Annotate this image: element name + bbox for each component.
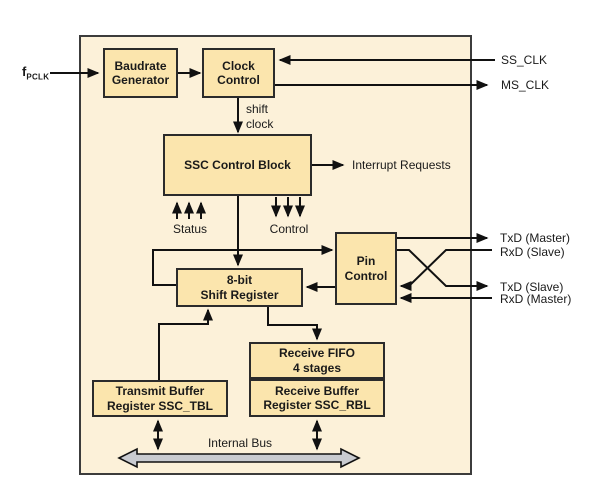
block-clock-control: Clock Control [202, 48, 275, 98]
signal-fpclk-label: fPCLK [22, 64, 49, 82]
annotation-status: Status [172, 221, 208, 236]
signal-rxd-master-label: RxD (Master) [500, 291, 572, 306]
signal-txd-slave-label: TxD (Slave) [500, 279, 564, 294]
signal-ms-clk-label: MS_CLK [501, 77, 550, 92]
block-shift-register: 8-bit Shift Register [176, 268, 303, 307]
block-baudrate-generator: Baudrate Generator [103, 48, 178, 98]
signal-ss-clk-label: SS_CLK [501, 52, 548, 67]
fpclk-subscript: PCLK [26, 72, 50, 82]
annotation-shift-clock: shift clock [246, 102, 274, 131]
block-pin-control: Pin Control [335, 232, 397, 305]
annotation-control: Control [269, 221, 309, 236]
block-receive-fifo: Receive FIFO 4 stages [249, 342, 385, 379]
block-ssc-control: SSC Control Block [163, 134, 312, 196]
signal-rxd-slave-label: RxD (Slave) [500, 244, 565, 259]
block-transmit-buffer-register: Transmit Buffer Register SSC_TBL [92, 380, 228, 417]
signal-txd-master-label: TxD (Master) [500, 230, 570, 245]
block-receive-buffer-register: Receive Buffer Register SSC_RBL [249, 379, 385, 417]
annotation-internal-bus: Internal Bus [207, 435, 273, 450]
fpclk-base: f [22, 63, 27, 79]
signal-interrupt-requests-label: Interrupt Requests [352, 157, 451, 172]
